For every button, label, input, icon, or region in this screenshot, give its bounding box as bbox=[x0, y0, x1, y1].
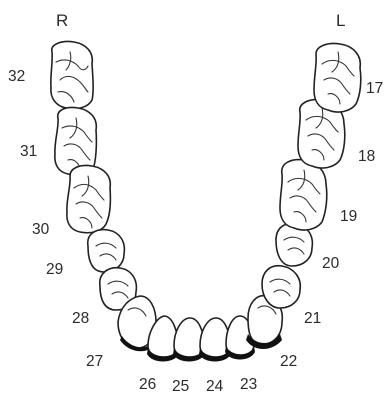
tooth-number-17: 17 bbox=[366, 80, 383, 97]
tooth-30 bbox=[67, 165, 111, 232]
tooth-29 bbox=[88, 230, 125, 272]
tooth-number-27: 27 bbox=[86, 353, 103, 370]
tooth-17 bbox=[314, 43, 361, 112]
right-side-label: R bbox=[56, 11, 68, 30]
tooth-number-31: 31 bbox=[20, 143, 37, 160]
tooth-number-26: 26 bbox=[139, 376, 156, 393]
tooth-number-18: 18 bbox=[358, 148, 375, 165]
left-side-label: L bbox=[336, 11, 345, 30]
tooth-19 bbox=[280, 160, 327, 230]
tooth-21 bbox=[262, 266, 300, 308]
tooth-number-23: 23 bbox=[240, 376, 257, 393]
tooth-number-25: 25 bbox=[172, 378, 189, 395]
tooth-number-21: 21 bbox=[304, 310, 321, 327]
tooth-number-28: 28 bbox=[72, 310, 89, 327]
tooth-number-24: 24 bbox=[206, 378, 224, 395]
tooth-number-19: 19 bbox=[340, 208, 357, 225]
tooth-31 bbox=[55, 107, 97, 174]
tooth-number-32: 32 bbox=[8, 68, 25, 85]
tooth-number-30: 30 bbox=[32, 221, 50, 238]
tooth-32 bbox=[51, 41, 93, 108]
tooth-number-29: 29 bbox=[46, 261, 63, 278]
tooth-number-20: 20 bbox=[322, 255, 340, 272]
tooth-number-22: 22 bbox=[280, 353, 297, 370]
